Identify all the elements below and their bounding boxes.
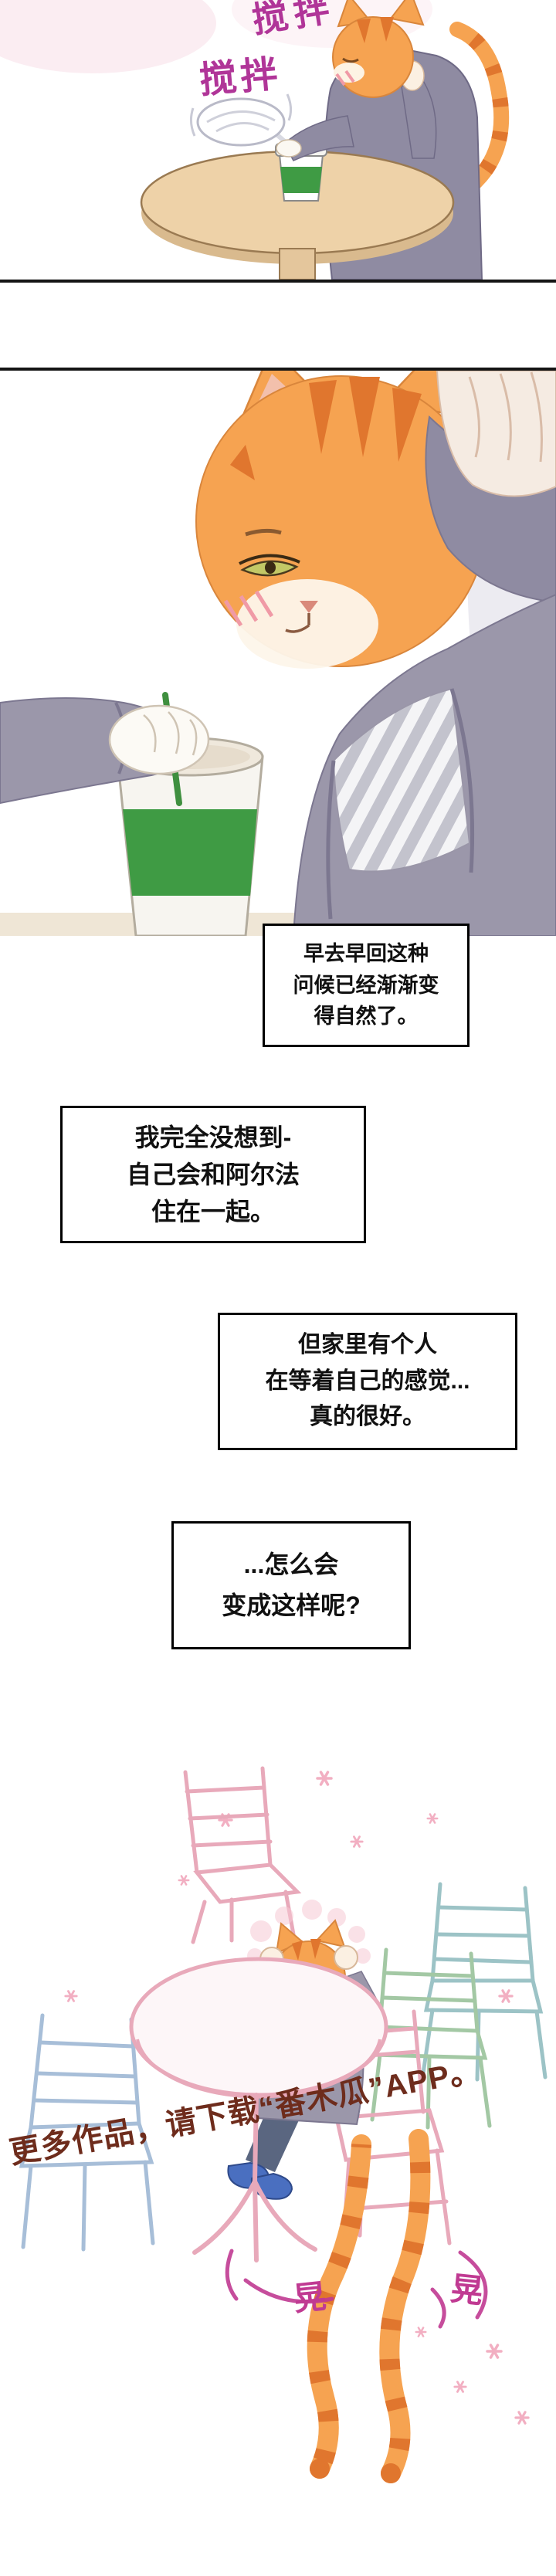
tabby-stripe xyxy=(349,377,380,457)
cat-muzzle xyxy=(334,63,364,83)
chair-pink-back xyxy=(183,1766,302,1944)
panel-main-art xyxy=(0,371,556,936)
cat-eyelid xyxy=(239,554,300,565)
striped-shirt xyxy=(332,687,471,873)
cat-head-closeup xyxy=(195,371,487,669)
motion-lines xyxy=(189,93,293,137)
cat-tails xyxy=(307,2129,431,2483)
narration-line: 但家里有个人 xyxy=(298,1332,437,1358)
cat-blush xyxy=(223,590,274,627)
tabby-stripe xyxy=(309,380,337,454)
cafe-table-pink xyxy=(129,1957,388,2262)
sway-motion-lines xyxy=(225,2249,488,2329)
panel-top xyxy=(0,0,556,280)
cat-paw xyxy=(276,139,302,158)
cat-head xyxy=(332,16,414,98)
cat-eye-closed xyxy=(342,57,359,63)
cat-pupil xyxy=(265,561,276,574)
panel-top-art xyxy=(0,0,510,280)
hand xyxy=(436,371,556,497)
cafe-table xyxy=(140,150,455,280)
narration-box-3: 但家里有个人 在等着自己的感觉... 真的很好。 xyxy=(218,1313,517,1450)
cat-eyebrow xyxy=(245,528,282,537)
cat-cheek-arm xyxy=(401,76,437,159)
sfx-sway-left: 晃 xyxy=(291,2277,328,2318)
cat-nose xyxy=(300,601,318,613)
panel-bottom xyxy=(0,1749,556,2499)
stirring-hand xyxy=(0,692,210,806)
narration-line: 住在一起。 xyxy=(151,1198,275,1225)
narration-line: 早去早回这种 xyxy=(303,942,429,966)
narration-line: 在等着自己的感觉... xyxy=(265,1368,470,1394)
tabby-stripe xyxy=(392,388,422,462)
narration-line: 自己会和阿尔法 xyxy=(126,1161,300,1188)
cat-ear-right xyxy=(389,0,425,26)
cat-muzzle xyxy=(236,579,378,669)
narration-line: 问候已经渐渐变 xyxy=(293,973,439,997)
sfx-stir: 搅拌 xyxy=(198,53,283,102)
panel-bottom-art xyxy=(19,1766,548,2483)
narration-line: ...怎么会 xyxy=(243,1551,339,1579)
narration-box-4: ...怎么会 变成这样呢? xyxy=(171,1521,411,1649)
tabby-stripe xyxy=(230,445,255,480)
paw-fingers xyxy=(143,711,198,756)
narration-box-2: 我完全没想到- 自己会和阿尔法 住在一起。 xyxy=(60,1106,366,1243)
whisk-blur xyxy=(196,97,286,147)
cat-mouth xyxy=(285,613,310,633)
hoodie-lapel xyxy=(326,760,336,920)
green-cup-large xyxy=(116,737,264,936)
hoodie-lapel xyxy=(449,688,475,873)
narration-line: 得自然了。 xyxy=(314,1005,419,1029)
finger-lines xyxy=(468,371,543,463)
cat-ear-right xyxy=(315,1919,346,1948)
cat-blush xyxy=(335,69,355,86)
narration-line: 我完全没想到- xyxy=(134,1124,292,1151)
paw-on-head xyxy=(334,1945,358,1970)
cup-band xyxy=(123,809,257,896)
table-rim xyxy=(136,2039,381,2099)
narration-line: 变成这样呢? xyxy=(222,1591,361,1619)
panel-divider-line-1 xyxy=(0,280,556,283)
arm-on-head xyxy=(425,371,556,604)
narration-box-1: 早去早回这种 问候已经渐渐变 得自然了。 xyxy=(263,924,470,1047)
table-pedestal xyxy=(192,2093,317,2262)
pink-haze xyxy=(0,0,216,73)
hoodie-body xyxy=(292,593,556,936)
narration-line: 真的很好。 xyxy=(310,1404,425,1430)
stirring-motion xyxy=(189,93,354,161)
sfx-sway-right: 晃 xyxy=(449,2269,486,2310)
panel-divider-line-2 xyxy=(0,368,556,371)
white-paw xyxy=(108,704,210,775)
panel-main xyxy=(0,371,556,936)
table-leg xyxy=(279,248,316,280)
cat-tail xyxy=(449,22,510,201)
